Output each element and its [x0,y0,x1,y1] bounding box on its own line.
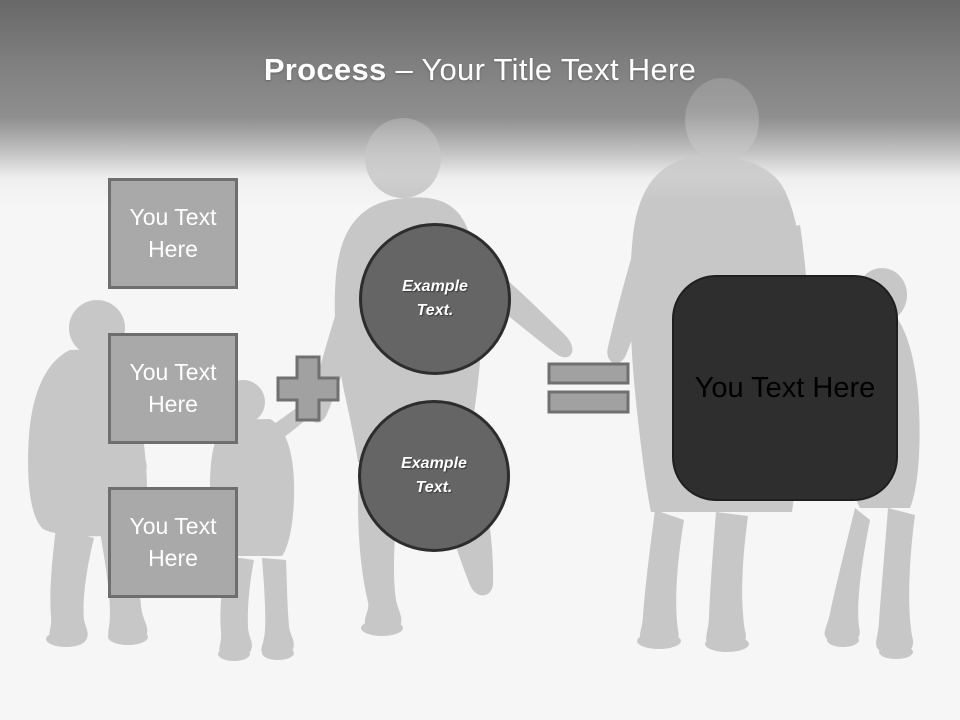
example-circle-2-label: Example Text. [401,455,467,496]
text-box-1-label: You Text Here [129,204,217,262]
title-regular-text: – Your Title Text Here [386,52,697,87]
mother-silhouette [308,118,573,636]
slide-title[interactable]: Process – Your Title Text Here [0,52,960,88]
result-box-label: You Text Here [694,371,876,404]
text-box-2-label: You Text Here [129,359,217,417]
equals-icon [547,362,630,414]
text-box-1[interactable]: You Text Here [108,178,238,289]
text-box-3-label: You Text Here [129,513,217,571]
plus-icon [276,355,340,422]
title-bold-text: Process [263,52,387,87]
text-box-3[interactable]: You Text Here [108,487,238,598]
text-box-2[interactable]: You Text Here [108,333,238,444]
example-circle-1[interactable]: Example Text. [359,223,511,375]
result-box[interactable]: You Text Here [672,275,898,501]
example-circle-1-label: Example Text. [402,278,468,319]
example-circle-2[interactable]: Example Text. [358,400,510,552]
